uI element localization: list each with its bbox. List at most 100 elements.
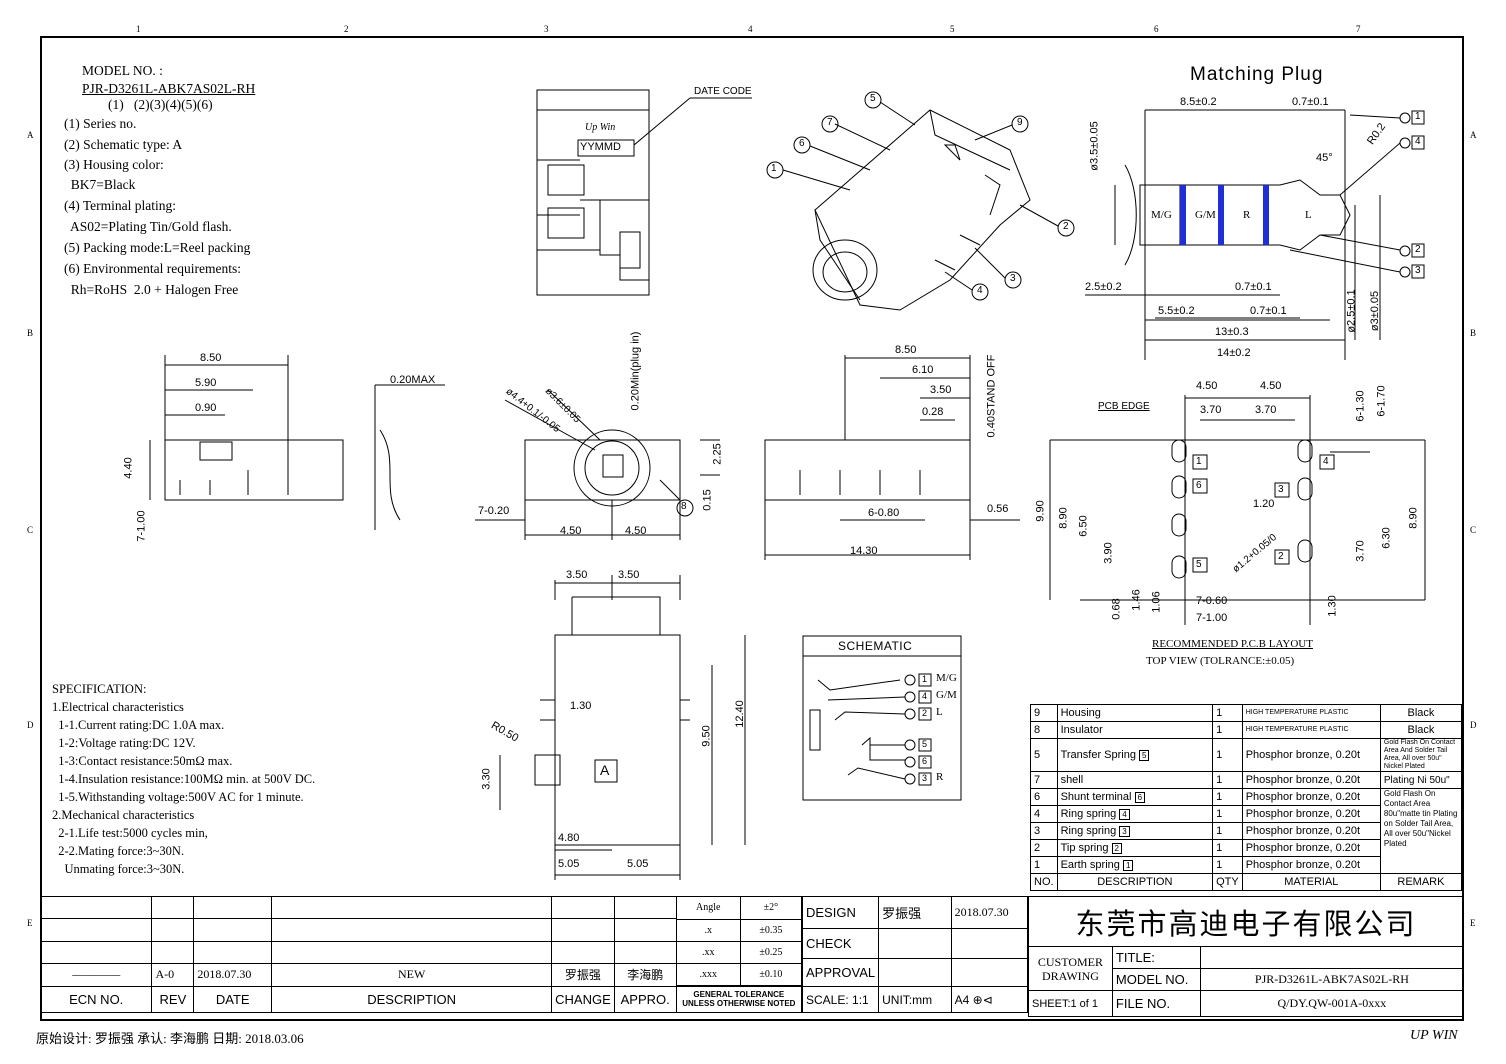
plug-segment: M/G — [1151, 209, 1172, 221]
top-view — [536, 89, 752, 296]
bom-cell: Gold Flash On Contact Area And Solder Ta… — [1379, 738, 1463, 772]
company-name: 东莞市高迪电子有限公司 — [1028, 896, 1464, 947]
bom-cell: Phosphor bronze, 0.20t — [1241, 822, 1381, 840]
dim-text: 12.40 — [733, 700, 746, 728]
tolerance-cell: Angle±2° .x±0.35 .xx±0.25 .xxx±0.10 — [675, 896, 803, 987]
rev-label: DESCRIPTION — [271, 985, 553, 1013]
rev-date: 2018.07.30 — [193, 963, 273, 987]
plug-segment: G/M — [1195, 209, 1216, 221]
bom-cell: Black — [1379, 721, 1463, 739]
pin-number: 4 — [1119, 809, 1130, 820]
bom-cell: 3 — [1030, 822, 1058, 840]
bom-cell: Phosphor bronze, 0.20t — [1241, 738, 1381, 772]
rev-cell — [613, 895, 677, 920]
spec-line: 2.Mechanical characteristics — [52, 808, 195, 822]
bom-cell: 8 — [1030, 721, 1058, 739]
bom-desc: Earth spring — [1060, 859, 1120, 871]
check-value — [878, 928, 952, 959]
bom-cell: Earth spring 1 — [1056, 856, 1214, 874]
dim-text: 4.80 — [558, 832, 580, 844]
dim-text: 0.7±0.1 — [1292, 96, 1329, 108]
dim-text: 1.20 — [1253, 498, 1275, 510]
tol-key: Angle — [677, 897, 741, 920]
bom-header-cell: NO. — [1030, 873, 1058, 891]
rev-label: REV — [151, 985, 195, 1013]
dim-text: 3.50 — [930, 384, 952, 396]
dim-text: 7-1.00 — [1196, 612, 1228, 624]
dim-text: 3.70 — [1354, 540, 1367, 562]
pcb-caption: TOP VIEW (TOLRANCE:±0.05) — [1146, 655, 1295, 667]
rev-cell — [193, 895, 273, 920]
bom-cell: Phosphor bronze, 0.20t — [1241, 771, 1381, 789]
model-label: MODEL NO. : — [82, 63, 163, 78]
bom-cell: 1 — [1212, 738, 1243, 772]
pin-number: 5 — [922, 739, 928, 749]
dim-text: 4.50 — [1196, 380, 1218, 392]
model-line: (5) Packing mode:L=Reel packing — [64, 240, 251, 255]
side-view — [475, 389, 720, 540]
model-line: (4) Terminal plating: — [64, 198, 177, 213]
bom-cell: Shunt terminal 6 — [1056, 788, 1214, 806]
zone-label: 2 — [344, 24, 349, 34]
schematic — [802, 635, 962, 801]
dim-text: 1.46 — [1130, 589, 1143, 611]
bom-cell: Tip spring 2 — [1056, 839, 1214, 857]
bom-cell: Insulator — [1056, 721, 1214, 739]
model-line: Rh=RoHS 2.0 + Halogen Free — [64, 282, 239, 297]
projection-icon: ⊕⊲ — [972, 992, 993, 1007]
plug-band — [1180, 185, 1186, 245]
bom-cell: Gold Flash On Contact Area 80u"matte tin… — [1379, 788, 1463, 874]
dim-text: 6-0.80 — [868, 507, 900, 519]
bom-cell: 7 — [1030, 771, 1058, 789]
zone-label: 3 — [544, 24, 549, 34]
model-block: MODEL NO. : PJR-D3261L-ABK7AS02L-RH (1) … — [64, 60, 394, 300]
zone-label: 6 — [1154, 24, 1159, 34]
model-label: MODEL NO. — [1111, 968, 1201, 991]
rev-cell — [151, 895, 195, 920]
schematic-title: SCHEMATIC — [838, 639, 913, 653]
dim-text: 8.90 — [1057, 507, 1070, 529]
zone-label: C — [27, 525, 34, 535]
model-line: (3) Housing color: — [64, 157, 164, 172]
dim-text: ø3±0.05 — [1369, 290, 1382, 332]
bom-desc: Ring spring — [1060, 808, 1117, 820]
brand-mark: Up Win — [585, 122, 616, 133]
zone-label: D — [1470, 720, 1477, 730]
spec-line: 1-2:Voltage rating:DC 12V. — [52, 736, 196, 750]
dim-text: 9.50 — [700, 725, 713, 747]
bom-desc: Shunt terminal — [1060, 791, 1132, 803]
spec-line: 2-2.Mating force:3~30N. — [52, 844, 185, 858]
dim-text: ø3.5±0.05 — [1088, 121, 1101, 171]
dim-text: 0.90 — [195, 402, 217, 414]
dim-text: 5.5±0.2 — [1158, 305, 1195, 317]
bom-cell: 9 — [1030, 704, 1058, 722]
pcb-layout — [1049, 395, 1426, 625]
pin-number: 2 — [922, 708, 928, 718]
bom-cell: HIGH TEMPERATURE PLASTIC — [1241, 704, 1381, 722]
pin-number: 4 — [1415, 136, 1421, 147]
bom-cell: 1 — [1212, 704, 1243, 722]
pin-label: M/G — [936, 672, 957, 684]
scale-label: SCALE: 1:1 — [801, 986, 880, 1013]
callout: 6 — [799, 138, 805, 149]
pin-number: 5 — [1196, 559, 1202, 570]
dim-text: 45° — [1316, 152, 1333, 164]
bom-cell: 1 — [1212, 771, 1243, 789]
bom-desc: Ring spring — [1060, 825, 1117, 837]
dim-text: 5.90 — [195, 377, 217, 389]
rev-cell — [151, 940, 195, 965]
design-date: 2018.07.30 — [950, 896, 1029, 929]
pin-number: 3 — [1119, 826, 1130, 837]
plug-segment: L — [1305, 209, 1312, 221]
title-value — [1199, 946, 1465, 969]
model-number: PJR-D3261L-ABK7AS02L-RH — [82, 81, 256, 96]
callout: 5 — [870, 93, 876, 104]
matching-plug-title: Matching Plug — [1190, 64, 1324, 85]
zone-label: 5 — [950, 24, 955, 34]
